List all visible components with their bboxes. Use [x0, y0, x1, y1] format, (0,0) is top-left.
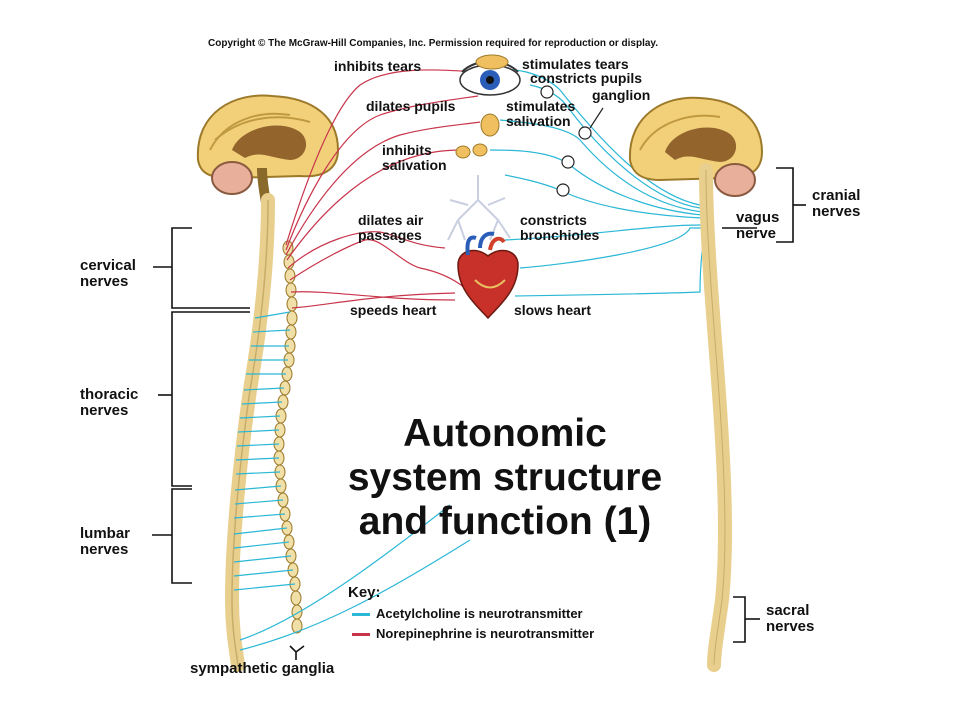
right-brackets [722, 167, 806, 643]
label-ganglion: ganglion [592, 87, 651, 103]
label-passages: passages [358, 227, 422, 243]
sympathetic-chain [273, 240, 303, 634]
label-cervical: cervical [80, 257, 136, 274]
key-text-acetylcholine: Acetylcholine is neurotransmitter [376, 606, 583, 621]
left-spinal-cord [224, 193, 275, 672]
label-thoracic-nerves: nerves [80, 402, 129, 419]
label-inhibits: inhibits [382, 142, 432, 158]
heart-illustration [457, 231, 519, 320]
label-constricts-pupils: constricts pupils [530, 70, 643, 86]
title-line-1: Autonomic [403, 412, 607, 455]
preganglionic-fibers [233, 311, 471, 651]
key-title: Key: [348, 584, 381, 601]
key-text-norepinephrine: Norepinephrine is neurotransmitter [376, 626, 595, 641]
label-dilates-pupils: dilates pupils [366, 98, 456, 114]
copyright-text: Copyright © The McGraw-Hill Companies, I… [208, 38, 659, 49]
key-swatch-acetylcholine [352, 613, 370, 617]
ganglia-circles [540, 85, 592, 197]
right-spinal-cord [699, 163, 732, 672]
diagram-title: Autonomic system structure and function … [300, 412, 710, 544]
left-brackets [152, 227, 250, 584]
parasympathetic-fibers [489, 69, 706, 297]
label-vagus-nerve: nerve [736, 225, 777, 242]
label-dilates-air: dilates air [358, 212, 424, 228]
sympathetic-fibers [285, 69, 481, 309]
key-swatch-norepinephrine [352, 633, 370, 637]
label-sacral-nerves: nerves [766, 618, 815, 635]
label-inhibits-tears: inhibits tears [334, 58, 422, 74]
title-line-3: and function (1) [358, 500, 652, 543]
label-bronchioles: bronchioles [520, 227, 600, 243]
key-item-acetylcholine: Acetylcholine is neurotransmitter [352, 606, 583, 621]
label-stimulates: stimulates [506, 98, 576, 114]
label-salivation: salivation [506, 113, 571, 129]
title-line-2: system structure [347, 456, 663, 499]
eye-illustration [459, 54, 521, 96]
label-lumbar-nerves: nerves [80, 541, 129, 558]
label-cranial: cranial [812, 187, 861, 204]
label-cranial-nerves: nerves [812, 203, 861, 220]
bronchioles [447, 175, 511, 241]
label-cervical-nerves: nerves [80, 273, 129, 290]
label-salivation-2: salivation [382, 157, 447, 173]
ganglia-pointer [289, 645, 305, 660]
label-constricts: constricts [520, 212, 587, 228]
label-slows-heart: slows heart [514, 302, 592, 318]
label-speeds-heart: speeds heart [350, 302, 437, 318]
label-vagus: vagus [736, 209, 780, 226]
label-thoracic: thoracic [80, 386, 139, 403]
label-stimulates-tears: stimulates tears [522, 56, 629, 72]
label-sympathetic-ganglia: sympathetic ganglia [190, 660, 335, 677]
label-lumbar: lumbar [80, 525, 131, 542]
key-item-norepinephrine: Norepinephrine is neurotransmitter [352, 626, 594, 641]
salivary-glands [455, 113, 500, 159]
label-sacral: sacral [766, 602, 810, 619]
right-brain [628, 96, 764, 197]
